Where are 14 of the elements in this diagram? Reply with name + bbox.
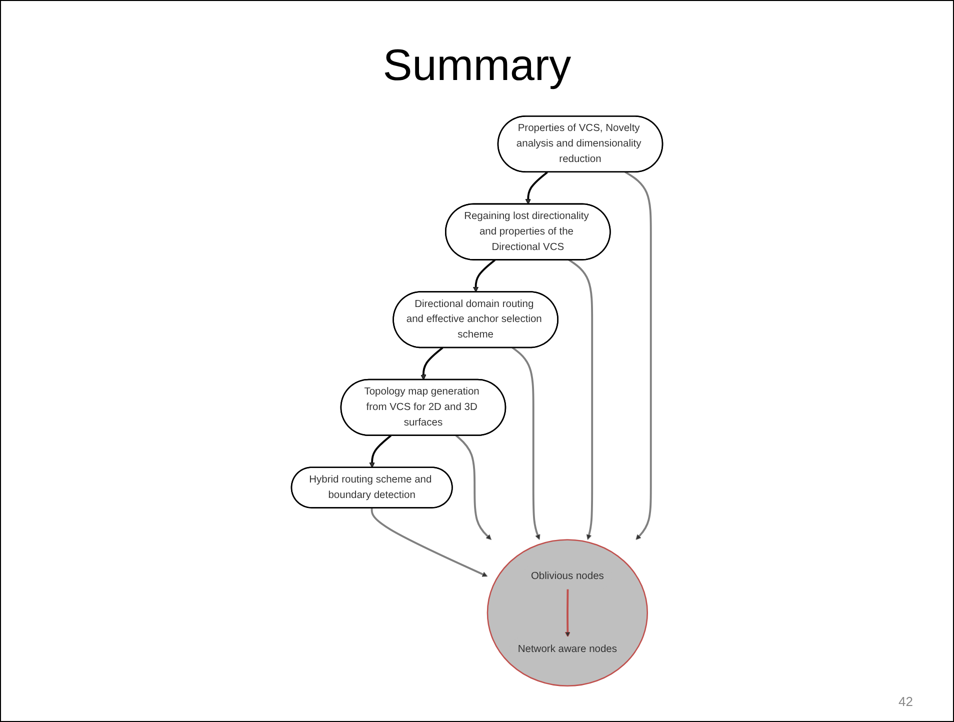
node-text: Network aware nodes (518, 644, 618, 654)
arrow (512, 346, 540, 540)
arrow (568, 258, 594, 540)
arrow (525, 171, 548, 204)
slide-title: Summary (382, 41, 572, 91)
arrow (472, 259, 496, 292)
arrow (455, 434, 492, 540)
arrow (564, 589, 570, 638)
node-text: Oblivious nodes (530, 570, 604, 582)
arrow (624, 171, 652, 540)
page-number: 42 (898, 694, 913, 709)
arrow (369, 434, 392, 468)
arrow (370, 508, 488, 577)
arrow (420, 347, 444, 380)
